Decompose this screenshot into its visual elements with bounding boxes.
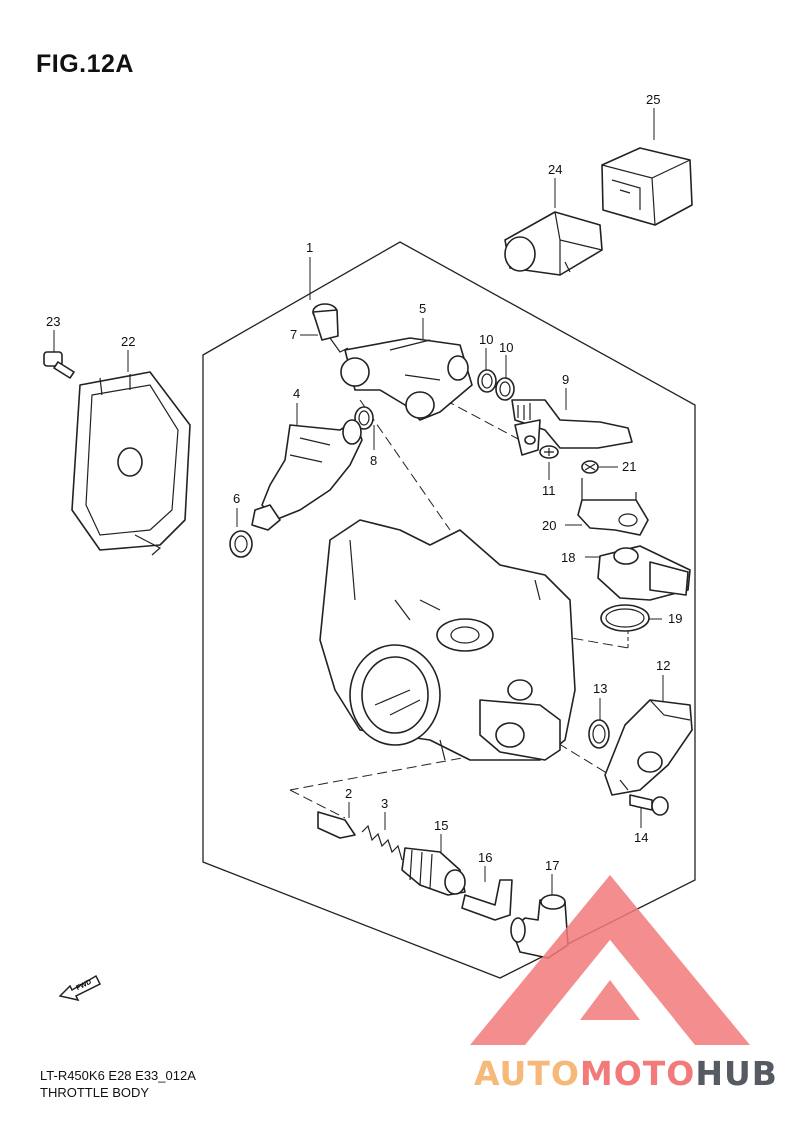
part-15-adjuster: [401, 847, 466, 896]
part-1-throttle-body: [319, 519, 576, 761]
figure-footer: LT-R450K6 E28 E33_012A THROTTLE BODY: [40, 1067, 196, 1101]
callout-12: 12: [656, 658, 670, 673]
part-10-o-rings: [477, 369, 515, 401]
assembly-boundary: [202, 241, 696, 979]
callout-7: 7: [290, 327, 297, 342]
watermark-hub: HUB: [695, 1054, 778, 1093]
figure-title: FIG.12A: [36, 50, 134, 78]
part-14-screw: [629, 794, 669, 816]
part-11-screw: [539, 445, 559, 459]
callout-18: 18: [561, 550, 575, 565]
callout-14: 14: [634, 830, 648, 845]
callout-10a: 10: [479, 332, 493, 347]
callout-6: 6: [233, 491, 240, 506]
watermark-moto: MOTO: [579, 1054, 696, 1093]
callout-19: 19: [668, 611, 682, 626]
callout-23: 23: [46, 314, 60, 329]
part-9-pressure-regulator: [511, 399, 633, 456]
part-24-connector: [504, 211, 603, 276]
part-6-o-ring: [229, 530, 253, 558]
part-7-cap: [312, 303, 349, 353]
part-8-o-ring: [354, 406, 374, 430]
callout-21: 21: [622, 459, 636, 474]
part-20-bracket: [577, 478, 649, 536]
callout-25: 25: [646, 92, 660, 107]
callout-13: 13: [593, 681, 607, 696]
callout-17: 17: [545, 858, 559, 873]
callout-5: 5: [419, 301, 426, 316]
fwd-arrow-icon: FWD: [58, 974, 102, 1002]
part-4-injector: [251, 419, 363, 531]
callout-labels: 1 7 5 4 6 8 10 10 9 11 21 20 18 19 12 13…: [46, 92, 682, 873]
watermark-auto: AUTO: [474, 1054, 580, 1093]
callout-11: 11: [542, 483, 556, 498]
callout-22: 22: [121, 334, 135, 349]
part-19-o-ring: [600, 604, 650, 632]
callout-24: 24: [548, 162, 562, 177]
part-21-screw: [581, 460, 599, 474]
callout-1: 1: [306, 240, 313, 255]
part-3-spring: [361, 824, 403, 861]
part-13-o-ring: [588, 719, 610, 749]
part-18-sensor: [597, 545, 691, 601]
callout-20: 20: [542, 518, 556, 533]
part-5-delivery-pipe: [340, 337, 473, 421]
callout-3: 3: [381, 796, 388, 811]
callout-10b: 10: [499, 340, 513, 355]
part-22-cover: [71, 371, 191, 556]
part-16-hose: [461, 879, 513, 921]
footer-code: LT-R450K6 E28 E33_012A: [40, 1068, 196, 1083]
footer-name: THROTTLE BODY: [40, 1085, 150, 1100]
part-12-throttle-position-sensor: [604, 699, 693, 796]
callout-9: 9: [562, 372, 569, 387]
watermark-triangle-logo: [470, 875, 750, 1045]
callout-16: 16: [478, 850, 492, 865]
callout-2: 2: [345, 786, 352, 801]
part-23-screw: [43, 351, 75, 379]
callout-15: 15: [434, 818, 448, 833]
callout-4: 4: [293, 386, 300, 401]
watermark-text: AUTOMOTOHUB: [474, 1054, 778, 1093]
part-25-coupler: [601, 147, 693, 226]
part-2-pin: [317, 811, 356, 839]
callout-8: 8: [370, 453, 377, 468]
